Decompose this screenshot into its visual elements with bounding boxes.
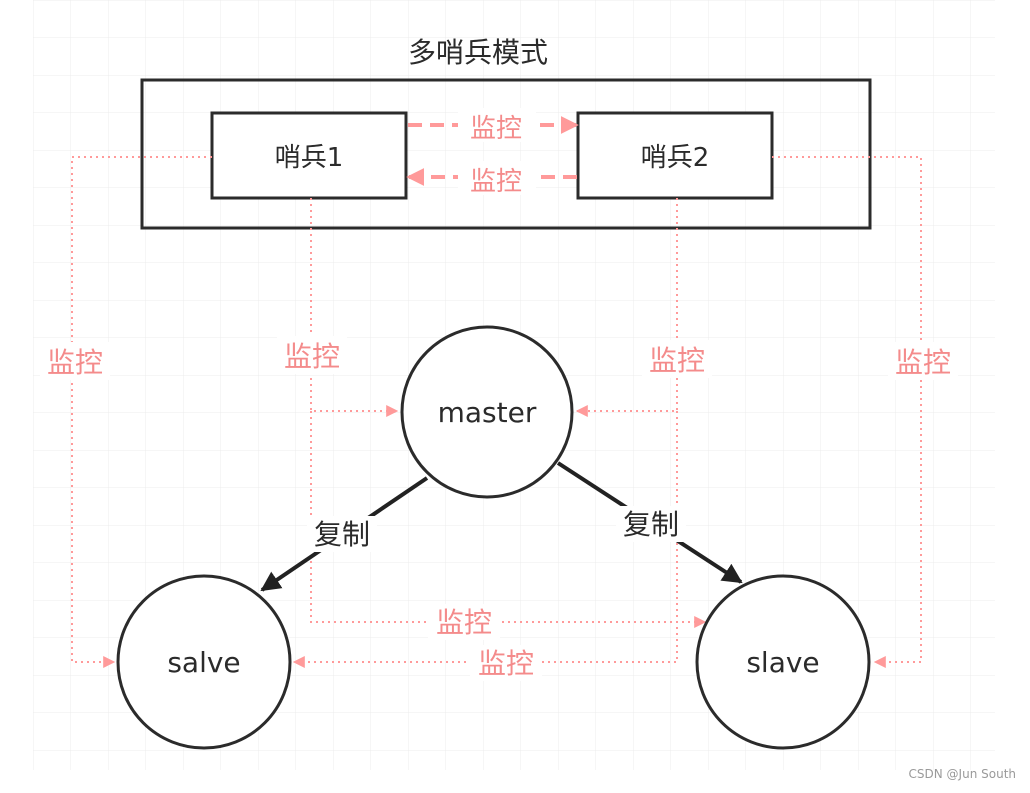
- sentinel-1-label: 哨兵1: [275, 143, 344, 173]
- master-label: master: [438, 396, 537, 429]
- monitor-label-s1-s2: 监控: [470, 114, 522, 144]
- monitor-label-left-inner: 监控: [284, 340, 340, 373]
- master-node[interactable]: master: [402, 327, 572, 497]
- monitor-label-right-inner: 监控: [649, 344, 705, 377]
- diagram-title: 多哨兵模式: [408, 36, 548, 69]
- slave-label: slave: [746, 646, 819, 679]
- sentinel-2-node[interactable]: 哨兵2: [578, 113, 772, 198]
- replication-label-right: 复制: [623, 508, 679, 541]
- monitor-label-left-outer: 监控: [47, 346, 103, 379]
- monitor-label-right-outer: 监控: [895, 346, 951, 379]
- salve-node[interactable]: salve: [118, 576, 290, 748]
- sentinel-2-label: 哨兵2: [641, 143, 710, 173]
- slave-node[interactable]: slave: [697, 576, 869, 748]
- salve-label: salve: [167, 646, 240, 679]
- watermark: CSDN @Jun South: [909, 767, 1016, 781]
- sentinel-1-node[interactable]: 哨兵1: [212, 113, 406, 198]
- monitor-label-bottom-lower: 监控: [478, 647, 534, 680]
- replication-label-left: 复制: [314, 518, 370, 551]
- monitor-label-s2-s1: 监控: [470, 167, 522, 197]
- monitor-label-bottom-upper: 监控: [436, 606, 492, 639]
